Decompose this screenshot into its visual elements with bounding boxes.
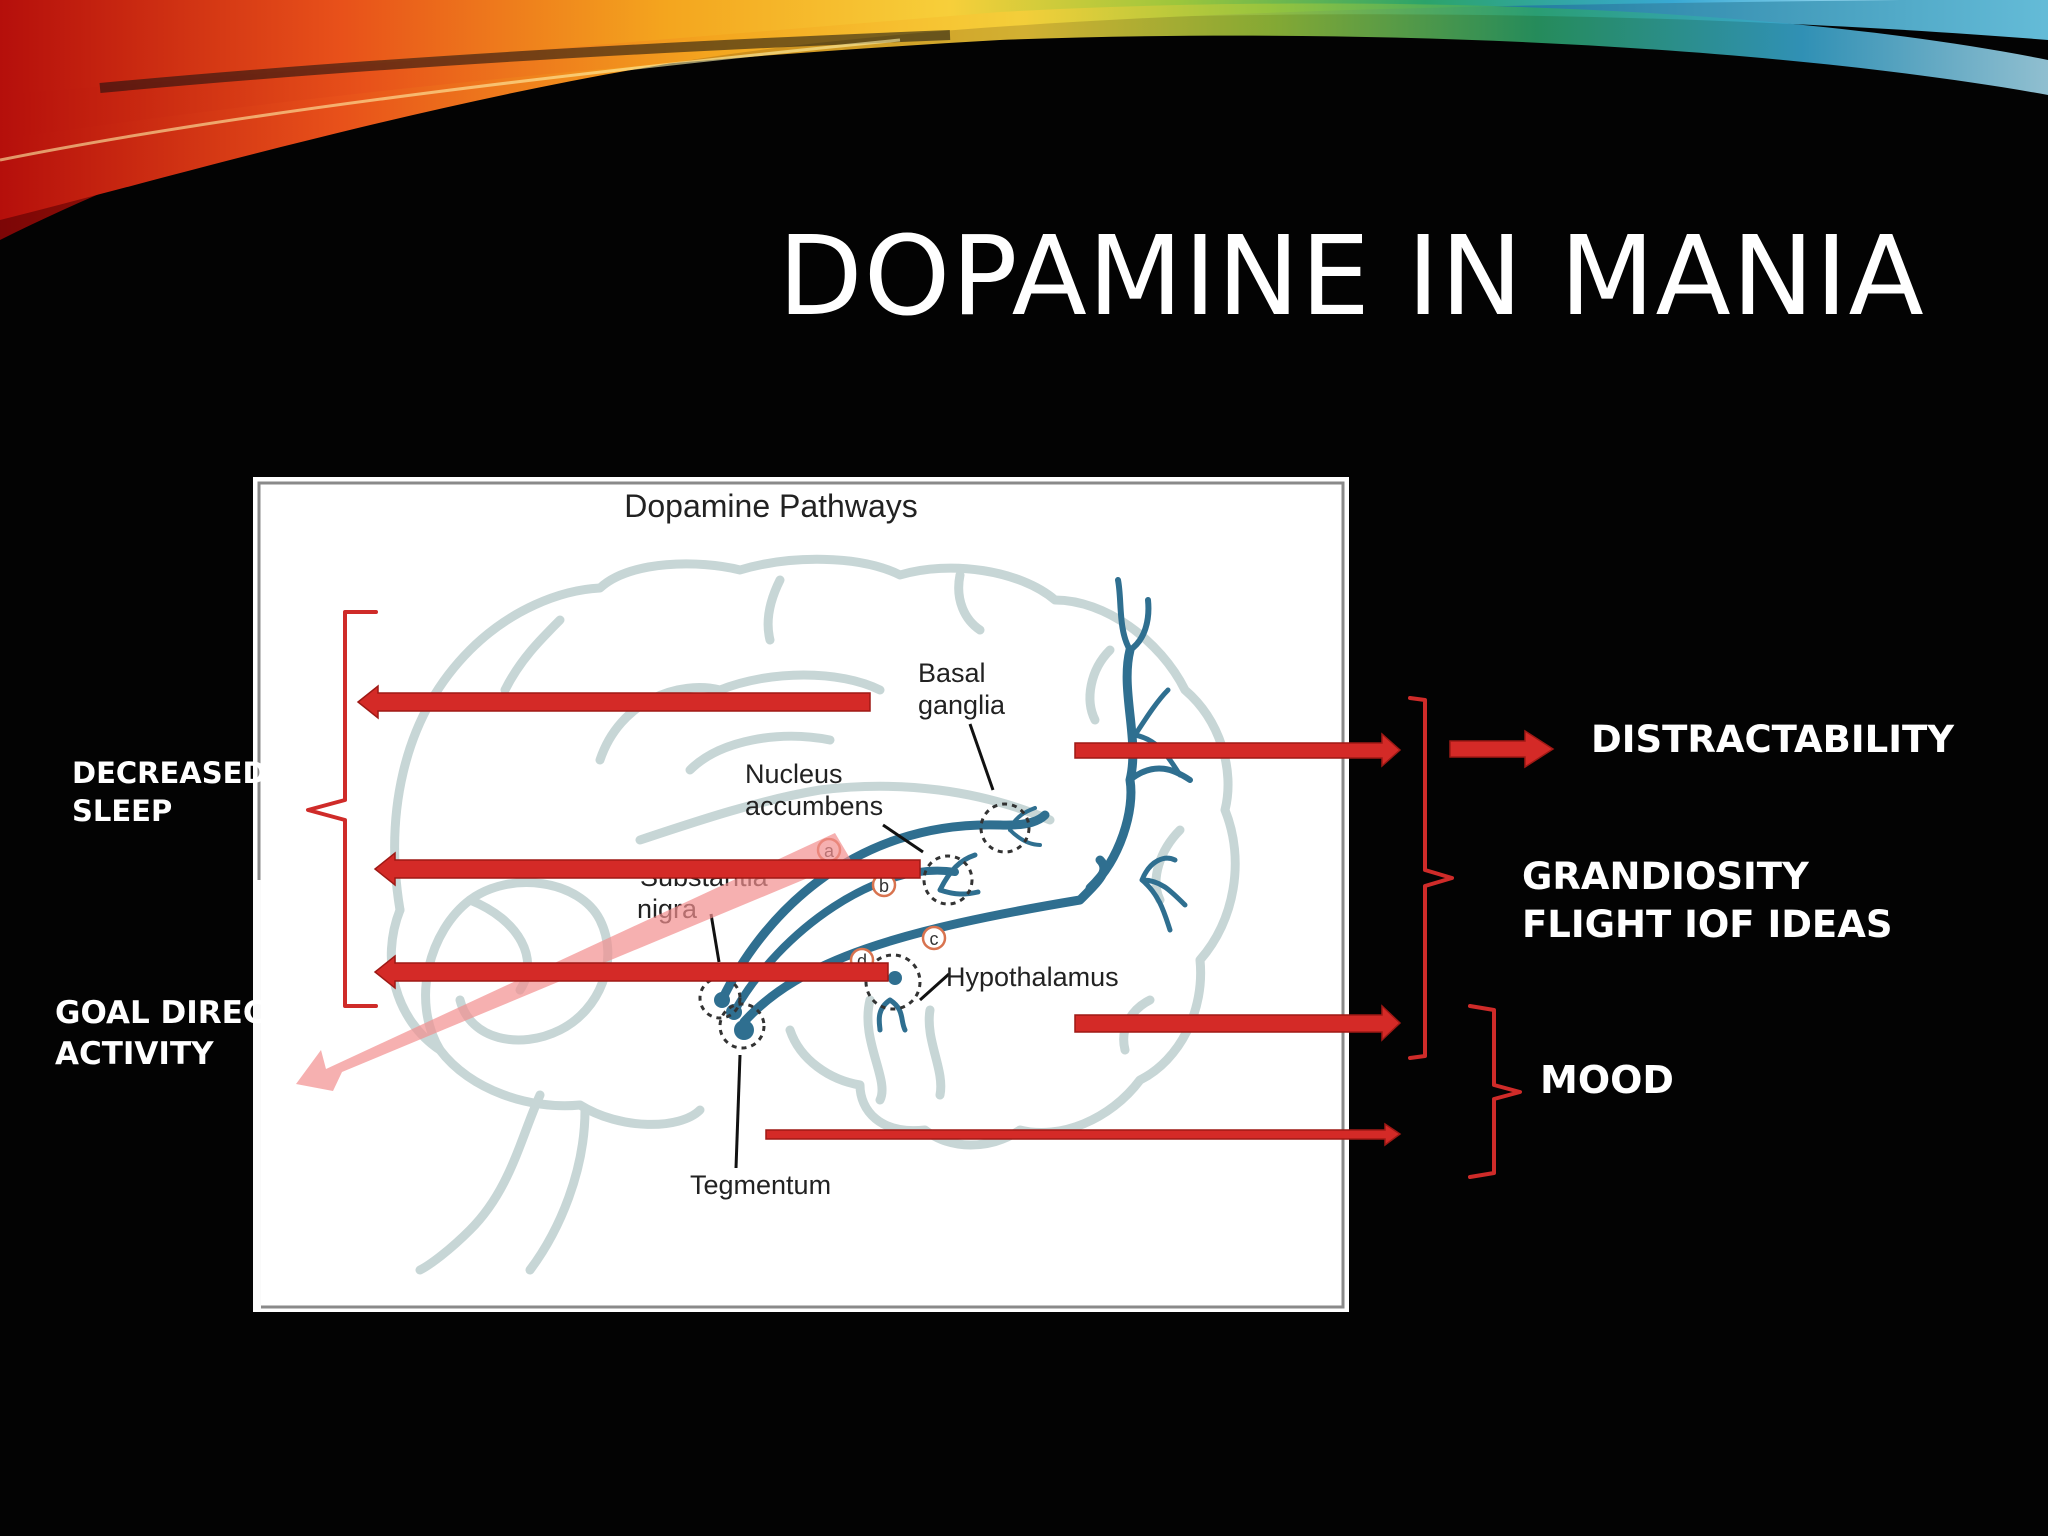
annotation-line: SLEEP bbox=[72, 794, 173, 828]
arrow-grand-top bbox=[1074, 732, 1402, 768]
annotation-line: ACTIVITY bbox=[55, 1036, 214, 1072]
arrow-distract bbox=[1449, 729, 1555, 769]
slide-title: DOPAMINE IN MANIA bbox=[778, 212, 1925, 340]
annotation-line: GRANDIOSITY bbox=[1522, 855, 1809, 898]
annotation-grandiosity: GRANDIOSITY FLIGHT IOF IDEAS bbox=[1522, 853, 1893, 949]
brace-right-bottom bbox=[1468, 1004, 1522, 1179]
annotation-line: DECREASED bbox=[72, 756, 267, 790]
svg-text:c: c bbox=[930, 929, 939, 949]
label-hypothalamus: Hypothalamus bbox=[946, 962, 1119, 992]
annotation-goal-directed-activity: GOAL DIREC ACTIVITY bbox=[55, 993, 266, 1075]
pointer-lines bbox=[709, 723, 995, 1169]
braces bbox=[306, 610, 1522, 1179]
pathway-marker-c: c bbox=[921, 925, 947, 951]
svg-text:d: d bbox=[857, 951, 867, 971]
arrow-mood bbox=[765, 1122, 1402, 1147]
arrow-grand-bottom bbox=[1074, 1004, 1402, 1042]
goal-arrow bbox=[296, 833, 851, 1091]
annotation-line: FLIGHT IOF IDEAS bbox=[1522, 903, 1893, 946]
pathway-marker-b: b bbox=[871, 872, 897, 898]
label-tegmentum: Tegmentum bbox=[690, 1170, 831, 1200]
brace-left bbox=[306, 610, 378, 1008]
label-accumbens: accumbens bbox=[745, 791, 883, 821]
annotation-decreased-sleep: DECREASED SLEEP bbox=[72, 754, 267, 830]
annotation-mood: MOOD bbox=[1540, 1058, 1674, 1102]
brace-right-top bbox=[1408, 696, 1454, 1060]
label-ganglia: ganglia bbox=[918, 690, 1006, 720]
label-basal: Basal bbox=[918, 658, 986, 688]
arrow-sleep-bottom bbox=[373, 954, 889, 990]
red-arrows bbox=[356, 684, 1555, 1147]
arrow-sleep-middle bbox=[373, 851, 921, 887]
annotation-line: GOAL DIREC bbox=[55, 995, 266, 1031]
diagram-heading: Dopamine Pathways bbox=[624, 488, 917, 524]
arrow-sleep-top bbox=[356, 684, 871, 720]
label-nucleus: Nucleus bbox=[745, 759, 843, 789]
svg-text:b: b bbox=[879, 876, 889, 896]
annotation-distractability: DISTRACTABILITY bbox=[1591, 718, 1954, 761]
ribbon-decoration bbox=[0, 0, 2048, 240]
diagram-panel: Dopamine Pathways Basal ganglia Nucleus … bbox=[253, 477, 1349, 1312]
